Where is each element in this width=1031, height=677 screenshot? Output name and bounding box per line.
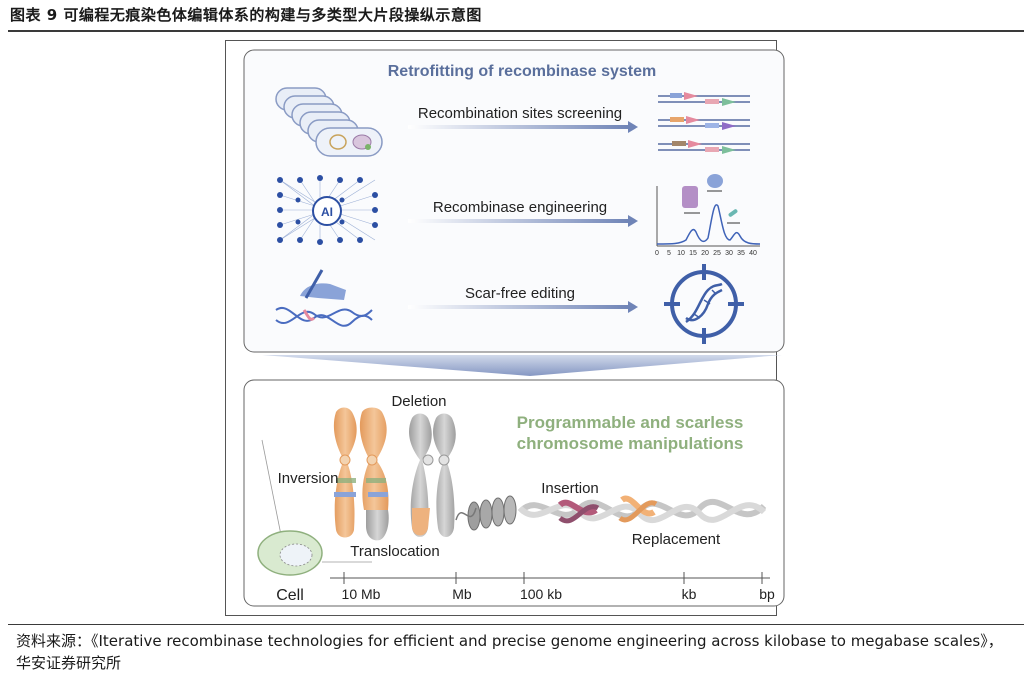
tick-label: 40 xyxy=(749,250,757,257)
plate-stack-icon xyxy=(275,87,383,157)
chromatogram-ticks: 0 5 10 15 20 25 30 35 40 xyxy=(655,250,757,257)
chromatogram-icon xyxy=(656,174,761,247)
top-rule xyxy=(8,30,1024,32)
transition-arrow xyxy=(262,355,782,376)
source-note: 资料来源：《Iterative recombinase technologies… xyxy=(16,632,1003,672)
arrow-row-2 xyxy=(408,215,638,227)
row-3-label: Scar-free editing xyxy=(465,285,575,302)
row-1-label: Recombination sites screening xyxy=(418,105,622,122)
arrow-row-3 xyxy=(408,301,638,313)
ai-label: AI xyxy=(321,205,333,219)
tick-label: 15 xyxy=(689,250,697,257)
tick-label: 20 xyxy=(701,250,709,257)
bottom-rule xyxy=(8,624,1024,625)
tick-label: 10 xyxy=(677,250,685,257)
top-panel xyxy=(243,49,785,353)
chromosome-gray xyxy=(409,413,456,537)
cell-icon xyxy=(257,439,372,576)
top-panel-title: Retrofitting of recombinase system xyxy=(388,63,657,80)
tick-label: 30 xyxy=(725,250,733,257)
scale-label: bp xyxy=(759,586,775,602)
bottom-panel-title-line-1: Programmable and scarless xyxy=(517,413,744,432)
label-translocation: Translocation xyxy=(350,543,440,560)
label-insertion: Insertion xyxy=(541,480,599,497)
dna-coil-icon xyxy=(455,495,517,531)
tick-label: 35 xyxy=(737,250,745,257)
hand-editing-icon xyxy=(275,269,373,327)
label-deletion: Deletion xyxy=(391,393,446,410)
scale-bar xyxy=(330,572,770,584)
chromosome-orange-left xyxy=(333,407,357,538)
scale-label: kb xyxy=(682,586,697,602)
arrow-row-1 xyxy=(408,121,638,133)
tick-label: 0 xyxy=(655,250,659,257)
tick-label: 25 xyxy=(713,250,721,257)
target-dna-icon xyxy=(664,264,744,344)
figure-title: 图表 9 可编程无痕染色体编辑体系的构建与多类型大片段操纵示意图 xyxy=(10,6,482,24)
scale-label: Mb xyxy=(452,586,472,602)
recombination-sites-icon xyxy=(658,92,750,154)
bottom-panel-title-line-2: chromosome manipulations xyxy=(517,434,744,453)
label-replacement: Replacement xyxy=(632,531,721,548)
dna-helix-icon xyxy=(517,495,767,524)
scale-label: 10 Mb xyxy=(342,586,381,602)
scale-label-cell: Cell xyxy=(276,587,304,604)
tick-label: 5 xyxy=(667,250,671,257)
label-inversion: Inversion xyxy=(278,470,339,487)
row-2-label: Recombinase engineering xyxy=(433,199,607,216)
neural-network-nodes xyxy=(277,175,378,245)
ai-badge xyxy=(312,196,342,226)
scale-label: 100 kb xyxy=(520,586,562,602)
